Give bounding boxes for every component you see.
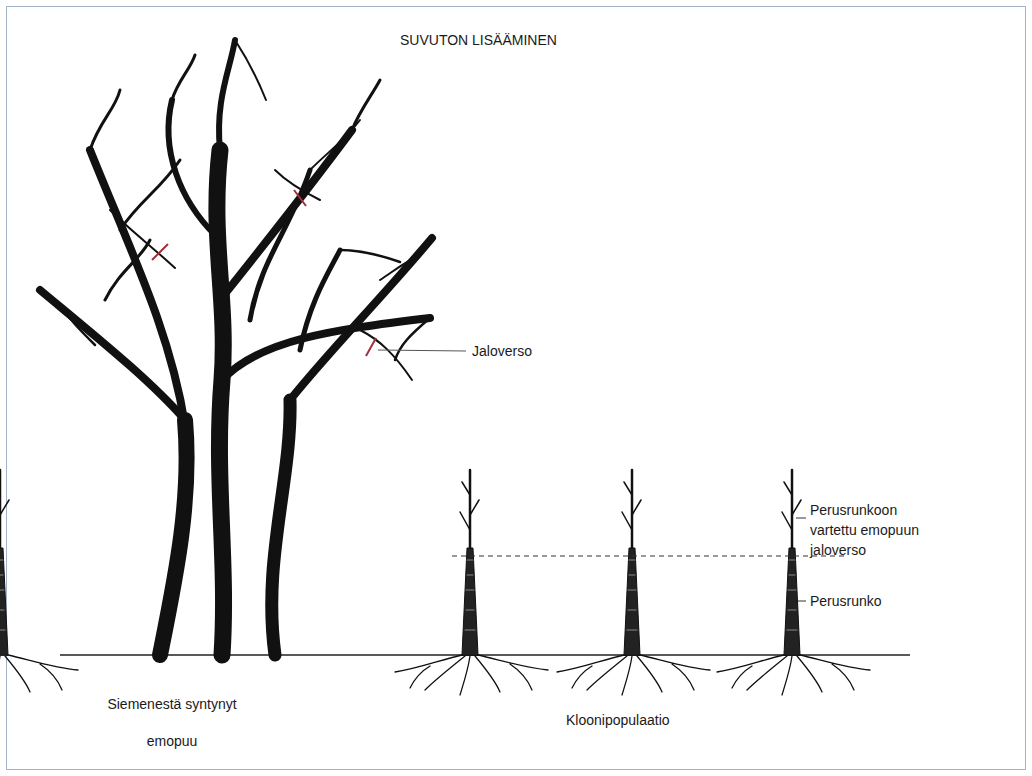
leader-line xyxy=(798,601,806,602)
figure-caption: Siemenestä syntynyt emopuu xyxy=(92,686,252,760)
part-label: Perusrunko xyxy=(810,591,882,611)
part-label: Jaloverso xyxy=(472,341,532,361)
clone-trees xyxy=(0,470,870,695)
part-label: Perusrunkoon vartettu emopuun jaloverso xyxy=(810,500,940,560)
diagram-title: SUVUTON LISÄÄMINEN xyxy=(400,30,557,50)
graft-line xyxy=(452,556,845,557)
frame xyxy=(7,7,1026,770)
cut-marks xyxy=(152,190,376,356)
leader-line xyxy=(378,350,466,351)
figure-caption: Kloonipopulaatio xyxy=(566,710,670,730)
mother-tree xyxy=(40,40,432,655)
leader-line xyxy=(796,518,806,519)
